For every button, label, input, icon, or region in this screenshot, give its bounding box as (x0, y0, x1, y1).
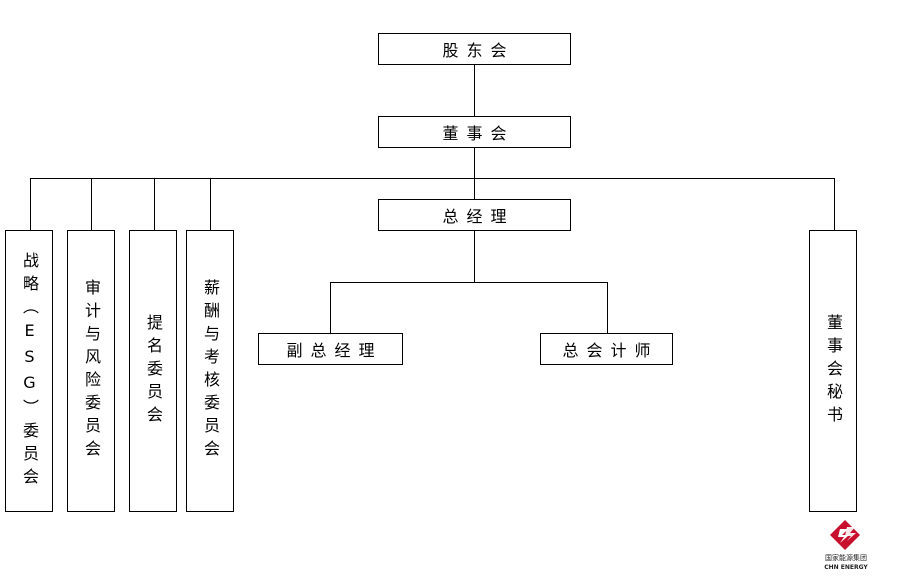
logo-name-en: CHN ENERGY (824, 564, 868, 571)
nomination-committee-label: 提名委员会 (144, 313, 163, 429)
gm-branch-line (330, 282, 608, 283)
nomination-committee-box: 提名委员会 (129, 230, 177, 512)
remuneration-committee-label: 薪酬与考核委员会 (201, 279, 220, 463)
chn-energy-logo-icon (830, 520, 860, 550)
connector-bus-gm (474, 178, 475, 200)
audit-committee-label: 审计与风险委员会 (82, 279, 101, 463)
deputy-gm-box: 副总经理 (258, 333, 403, 365)
shareholders-label: 股东会 (442, 41, 515, 60)
chief-accountant-label: 总会计师 (562, 341, 659, 360)
logo-name-cn: 国家能源集团 (825, 554, 867, 562)
connector-secretary (834, 178, 835, 231)
general-manager-box: 总经理 (378, 199, 571, 231)
strategy-committee-box: 战略（ESG）委员会 (5, 230, 53, 512)
board-box: 董事会 (378, 116, 571, 148)
connector-strategy (30, 178, 31, 231)
connector-deputy-gm (330, 282, 331, 334)
audit-committee-box: 审计与风险委员会 (67, 230, 115, 512)
connector-chief-accountant (607, 282, 608, 334)
committee-bus-line (30, 178, 835, 179)
connector-remuneration (210, 178, 211, 231)
chief-accountant-box: 总会计师 (540, 333, 673, 365)
connector-nomination (154, 178, 155, 231)
general-manager-label: 总经理 (442, 207, 515, 226)
board-secretary-label: 董事会秘书 (824, 313, 843, 429)
board-secretary-box: 董事会秘书 (809, 230, 857, 512)
strategy-committee-label: 战略（ESG）委员会 (20, 251, 39, 491)
connector-gm-down (474, 230, 475, 282)
deputy-gm-label: 副总经理 (286, 341, 383, 360)
connector-board-bus (474, 147, 475, 179)
connector-audit (91, 178, 92, 231)
shareholders-box: 股东会 (378, 33, 571, 65)
board-label: 董事会 (442, 124, 515, 143)
connector-shareholders-board (474, 64, 475, 117)
remuneration-committee-box: 薪酬与考核委员会 (186, 230, 234, 512)
